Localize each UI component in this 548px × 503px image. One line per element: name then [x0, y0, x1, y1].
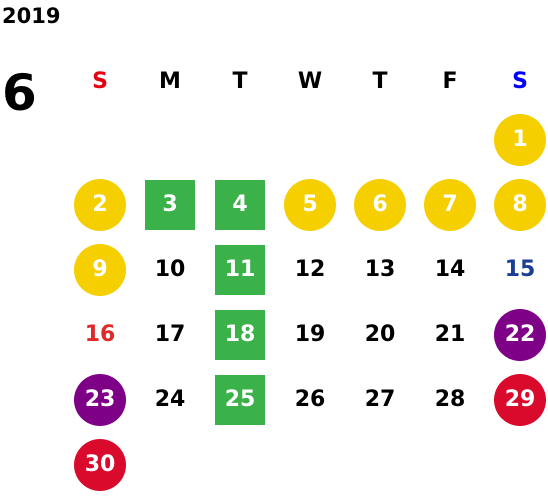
day-number: 20 — [364, 321, 396, 347]
day-cell[interactable]: 22 — [485, 302, 548, 367]
day-cell[interactable]: 8 — [485, 172, 548, 237]
day-cell[interactable]: 24 — [135, 367, 205, 432]
day-number: 25 — [215, 374, 265, 425]
day-cell[interactable]: 9 — [65, 237, 135, 302]
weekday-header: T — [372, 68, 388, 94]
empty-cell — [65, 107, 135, 172]
day-number: 1 — [494, 113, 546, 166]
day-number: 16 — [84, 321, 116, 347]
day-cell[interactable]: 12 — [275, 237, 345, 302]
day-number: 9 — [74, 243, 126, 296]
day-number: 17 — [154, 321, 186, 347]
day-cell[interactable]: 2 — [65, 172, 135, 237]
day-number: 28 — [434, 386, 466, 412]
day-number: 30 — [74, 438, 126, 491]
day-cell[interactable]: 20 — [345, 302, 415, 367]
day-number: 5 — [284, 178, 336, 231]
weekday-header: T — [232, 68, 248, 94]
empty-cell — [345, 107, 415, 172]
day-cell[interactable]: 21 — [415, 302, 485, 367]
day-number: 7 — [424, 178, 476, 231]
day-cell[interactable]: 18 — [205, 302, 275, 367]
empty-cell — [415, 107, 485, 172]
day-cell[interactable]: 4 — [205, 172, 275, 237]
day-number: 19 — [294, 321, 326, 347]
day-cell[interactable]: 23 — [65, 367, 135, 432]
day-number: 23 — [74, 373, 126, 426]
day-number: 18 — [215, 309, 265, 360]
weekday-header: S — [92, 68, 108, 94]
calendar-month: 6 — [2, 64, 37, 122]
calendar-year: 2019 — [2, 4, 61, 28]
day-number: 27 — [364, 386, 396, 412]
day-cell[interactable]: 15 — [485, 237, 548, 302]
day-cell[interactable]: 7 — [415, 172, 485, 237]
day-number: 22 — [494, 308, 546, 361]
day-number: 2 — [74, 178, 126, 231]
weekday-header: F — [442, 68, 458, 94]
day-cell[interactable]: 26 — [275, 367, 345, 432]
empty-cell — [135, 107, 205, 172]
day-number: 3 — [145, 179, 195, 230]
day-cell[interactable]: 1 — [485, 107, 548, 172]
day-cell[interactable]: 11 — [205, 237, 275, 302]
day-number: 15 — [504, 256, 536, 282]
day-number: 6 — [354, 178, 406, 231]
day-cell[interactable]: 29 — [485, 367, 548, 432]
day-number: 10 — [154, 256, 186, 282]
weekday-header: M — [159, 68, 181, 94]
day-cell[interactable]: 3 — [135, 172, 205, 237]
day-number: 29 — [494, 373, 546, 426]
day-number: 4 — [215, 179, 265, 230]
day-cell[interactable]: 28 — [415, 367, 485, 432]
day-cell[interactable]: 16 — [65, 302, 135, 367]
day-cell[interactable]: 14 — [415, 237, 485, 302]
day-number: 24 — [154, 386, 186, 412]
day-cell[interactable]: 19 — [275, 302, 345, 367]
day-number: 26 — [294, 386, 326, 412]
day-cell[interactable]: 30 — [65, 432, 135, 497]
day-number: 14 — [434, 256, 466, 282]
day-cell[interactable]: 6 — [345, 172, 415, 237]
empty-cell — [275, 107, 345, 172]
day-number: 11 — [215, 244, 265, 295]
weekday-header: S — [512, 68, 528, 94]
day-cell[interactable]: 17 — [135, 302, 205, 367]
day-cell[interactable]: 27 — [345, 367, 415, 432]
day-cell[interactable]: 25 — [205, 367, 275, 432]
day-cell[interactable]: 5 — [275, 172, 345, 237]
day-cell[interactable]: 10 — [135, 237, 205, 302]
day-number: 13 — [364, 256, 396, 282]
day-number: 12 — [294, 256, 326, 282]
day-number: 21 — [434, 321, 466, 347]
weekday-header: W — [297, 68, 323, 94]
empty-cell — [205, 107, 275, 172]
day-cell[interactable]: 13 — [345, 237, 415, 302]
day-number: 8 — [494, 178, 546, 231]
